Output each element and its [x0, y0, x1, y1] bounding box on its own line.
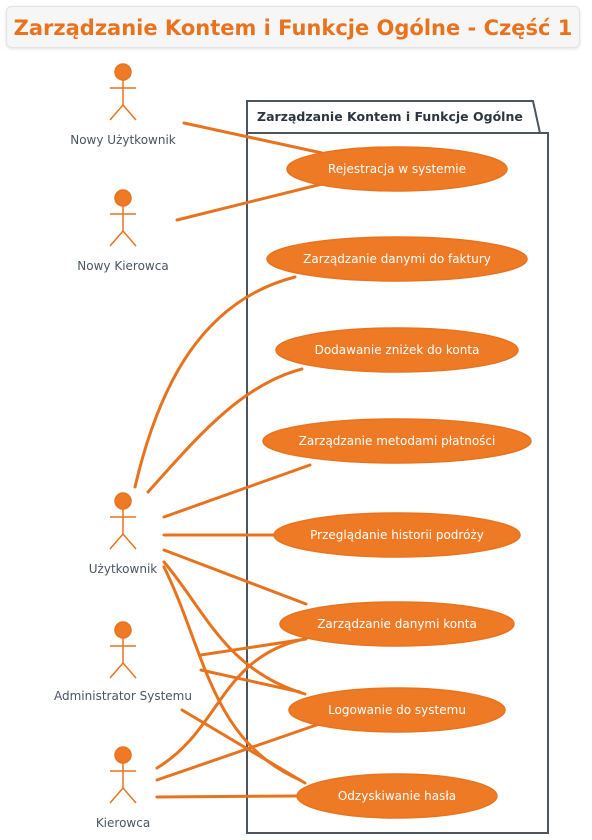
actor-new-driver-label: Nowy Kierowca [77, 259, 168, 273]
usecase-discounts[interactable]: Dodawanie zniżek do konta [275, 327, 519, 373]
title-box: Zarządzanie Kontem i Funkcje Ogólne - Cz… [6, 6, 580, 48]
assoc-new-user-registration [182, 121, 324, 155]
actor-user[interactable]: Użytkownik [89, 492, 158, 576]
actor-new-driver[interactable]: Nowy Kierowca [77, 189, 169, 273]
associations [133, 121, 330, 799]
usecase-registration-label: Rejestracja w systemie [328, 162, 466, 176]
assoc-user-invoice-data [133, 275, 297, 489]
actor-new-user[interactable]: Nowy Użytkownik [70, 63, 176, 147]
assoc-driver-login [155, 719, 330, 782]
usecase-account-data[interactable]: Zarządzanie danymi konta [279, 601, 515, 647]
assoc-user-account-data [162, 548, 308, 606]
actor-user-label: Użytkownik [89, 562, 158, 576]
diagram-title: Zarządzanie Kontem i Funkcje Ogólne - Cz… [13, 16, 573, 40]
actor-driver-label: Kierowca [96, 816, 150, 830]
actor-admin-label: Administrator Systemu [54, 689, 192, 703]
usecase-invoice-data[interactable]: Zarządzanie danymi do faktury [266, 236, 528, 282]
usecase-login[interactable]: Logowanie do systemu [288, 687, 506, 733]
usecase-payment-methods[interactable]: Zarządzanie metodami płatności [262, 418, 532, 464]
assoc-new-driver-registration [175, 182, 324, 222]
usecase-discounts-shape [275, 327, 519, 373]
usecase-registration[interactable]: Rejestracja w systemie [286, 146, 508, 192]
usecase-registration-shape [286, 146, 508, 192]
usecase-trip-history-label: Przeglądanie historii podróży [310, 528, 484, 542]
assoc-user-login [162, 560, 307, 696]
actor-driver-figure [109, 746, 137, 804]
assoc-driver-account-data [155, 638, 302, 770]
actor-driver[interactable]: Kierowca [96, 746, 150, 830]
assoc-admin-login [199, 668, 302, 694]
assoc-user-payment-methods [162, 463, 312, 519]
usecase-account-data-label: Zarządzanie danymi konta [317, 617, 477, 631]
usecase-password-recovery-shape [296, 773, 498, 819]
actor-new-driver-figure [109, 189, 137, 247]
usecase-payment-methods-shape [262, 418, 532, 464]
actor-admin[interactable]: Administrator Systemu [54, 621, 192, 703]
usecase-discounts-label: Dodawanie zniżek do konta [315, 343, 480, 357]
usecase-payment-methods-label: Zarządzanie metodami płatności [299, 434, 496, 448]
use-cases: Rejestracja w systemie Zarządzanie danym… [262, 146, 532, 819]
assoc-driver-password-recovery [155, 794, 299, 799]
assoc-admin-account-data [199, 637, 308, 657]
actor-new-user-figure [109, 63, 137, 121]
actor-new-user-label: Nowy Użytkownik [70, 133, 176, 147]
package: Zarządzanie Kontem i Funkcje Ogólne [246, 100, 549, 834]
usecase-account-data-shape [279, 601, 515, 647]
usecase-trip-history-shape [273, 512, 521, 558]
actor-user-figure [109, 492, 137, 550]
usecase-invoice-data-shape [266, 236, 528, 282]
usecase-invoice-data-label: Zarządzanie danymi do faktury [303, 252, 491, 266]
actor-admin-figure [109, 621, 137, 679]
usecase-password-recovery[interactable]: Odzyskiwanie hasła [296, 773, 498, 819]
usecase-login-shape [288, 687, 506, 733]
usecase-login-label: Logowanie do systemu [328, 703, 466, 717]
package-label: Zarządzanie Kontem i Funkcje Ogólne [257, 109, 523, 124]
usecase-password-recovery-label: Odzyskiwanie hasła [338, 789, 456, 803]
assoc-user-discounts [146, 367, 304, 494]
usecase-trip-history[interactable]: Przeglądanie historii podróży [273, 512, 521, 558]
package-frame [246, 100, 549, 834]
